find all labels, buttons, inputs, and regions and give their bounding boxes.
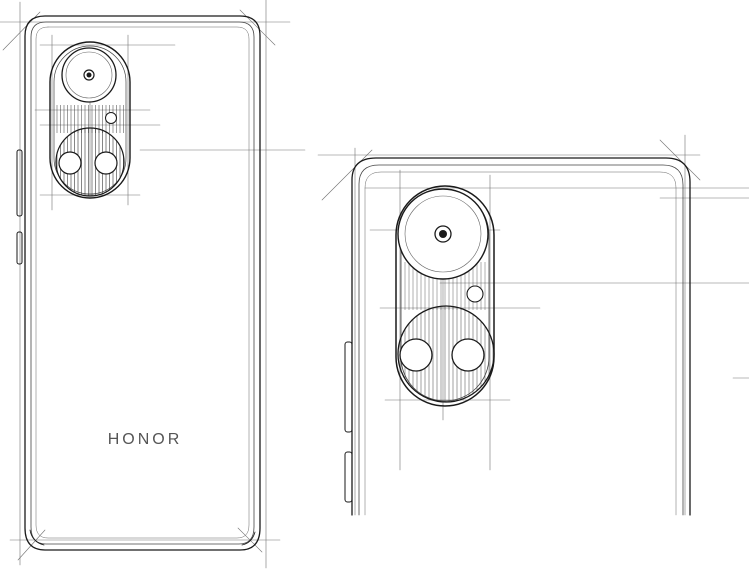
power-button-left [16,231,23,265]
sub-lens-left-b [94,151,118,175]
phone-left-outline [24,15,261,551]
phone-right [317,134,749,516]
power-button-right [344,451,353,503]
phone-right-outline [351,157,691,516]
volume-button-left [16,149,23,217]
brand-logo: HONOR [108,431,183,448]
sub-lens-right-b [451,338,485,372]
sub-lens-left-a [58,151,82,175]
construction-lines-left [0,0,306,569]
sub-lens-right-a [399,338,433,372]
volume-button-right [344,341,353,433]
camera-module-left [49,41,131,199]
main-camera-lens-right [434,225,452,243]
flash-right [466,285,484,303]
camera-module-right [395,185,495,407]
construction-lines-right [317,134,749,516]
main-camera-lens-left [83,69,95,81]
flash-left [105,112,117,124]
phone-left [0,0,306,569]
